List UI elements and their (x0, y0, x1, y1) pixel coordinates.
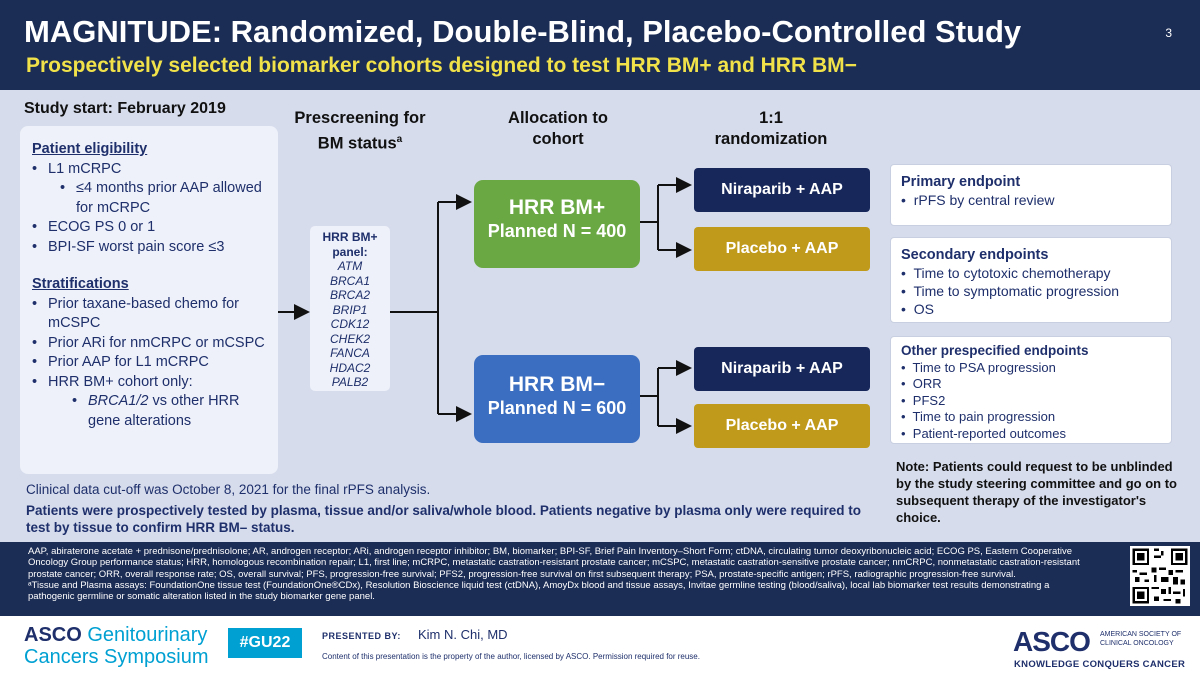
cohort-planned-n: Planned N = 600 (487, 398, 627, 418)
endpoint-item: • Time to symptomatic progression (901, 283, 1120, 299)
hashtag-badge: #GU22 (228, 628, 302, 658)
data-cutoff-note: Clinical data cut-off was October 8, 202… (26, 482, 431, 497)
assay-footnote: ᵃTissue and Plasma assays: FoundationOne… (28, 579, 1050, 603)
cohort-hrr-bm-minus: HRR BM− Planned N = 600 (474, 355, 640, 443)
stratification-item: •Prior AAP for L1 mCRPC (32, 354, 209, 370)
stratification-item: •Prior ARi for nmCRPC or mCSPC (32, 334, 265, 351)
presented-by-label: PRESENTED BY: (322, 631, 401, 641)
endpoint-item: • Time to cytotoxic chemotherapy (901, 265, 1111, 281)
gene: BRIP1 (332, 302, 368, 317)
arm-placebo-bm-plus: Placebo + AAP (694, 227, 870, 271)
column-header-prescreen: Prescreening for BM statusa (294, 109, 426, 153)
other-endpoints-box: Other prespecified endpoints • Time to P… (890, 336, 1172, 444)
hrr-gene-panel: HRR BM+ panel: ATM BRCA1 BRCA2 BRIP1 CDK… (310, 226, 390, 391)
eligibility-item: •L1 mCRPC (32, 160, 122, 177)
endpoint-item: • OS (901, 301, 934, 317)
stratification-subitem: •BRCA1/2 vs other HRR gene alterations (72, 393, 240, 429)
arm-placebo-bm-minus: Placebo + AAP (694, 404, 870, 448)
arm-niraparib-bm-minus: Niraparib + AAP (694, 347, 870, 391)
gene: CDK12 (330, 317, 370, 331)
cohort-name: HRR BM+ (508, 196, 606, 219)
gene: FANCA (330, 346, 370, 360)
primary-endpoint-box: Primary endpoint • rPFS by central revie… (890, 164, 1172, 226)
slide-number: 3 (1165, 26, 1172, 40)
slide-title: MAGNITUDE: Randomized, Double-Blind, Pla… (24, 14, 1022, 49)
eligibility-item: •ECOG PS 0 or 1 (32, 219, 156, 235)
footnote-bar: AAP, abiraterone acetate + prednisone/pr… (0, 542, 1200, 616)
presenter-name: Kim N. Chi, MD (418, 627, 508, 642)
slide-subtitle: Prospectively selected biomarker cohorts… (26, 54, 857, 77)
cohort-name: HRR BM− (508, 373, 606, 396)
asco-logo-subtext: AMERICAN SOCIETY OF CLINICAL ONCOLOGY (1100, 631, 1182, 647)
gene: CHEK2 (329, 331, 370, 346)
asco-tagline: KNOWLEDGE CONQUERS CANCER (1014, 659, 1186, 670)
gene: BRCA2 (329, 288, 370, 302)
qr-code[interactable] (1130, 546, 1190, 606)
endpoint-item: • ORR (901, 376, 942, 391)
panel-title: HRR BM+ panel: (322, 230, 378, 259)
column-header-allocation: Allocation to cohort (508, 109, 608, 148)
gene: PALB2 (331, 375, 369, 389)
endpoint-item: • rPFS by central review (901, 192, 1055, 208)
gene: BRCA1 (329, 273, 370, 288)
stratification-item: •HRR BM+ cohort only: (32, 373, 193, 390)
secondary-endpoint-heading: Secondary endpoints (901, 247, 1049, 263)
unblinding-note: Note: Patients could request to be unbli… (896, 459, 1177, 525)
eligibility-box: Patient eligibility •L1 mCRPC •≤4 months… (20, 126, 278, 474)
eligibility-item: •BPI-SF worst pain score ≤3 (32, 238, 225, 255)
cohort-planned-n: Planned N = 400 (487, 221, 627, 241)
abbreviations: AAP, abiraterone acetate + prednisone/pr… (28, 546, 1090, 602)
column-header-randomization: 1:1 randomization (714, 109, 828, 148)
endpoint-item: • Patient-reported outcomes (901, 425, 1066, 441)
footer (0, 616, 1200, 679)
header-bar: MAGNITUDE: Randomized, Double-Blind, Pla… (0, 0, 1200, 90)
study-start: Study start: February 2019 (24, 100, 226, 117)
eligibility-item: •≤4 months prior AAP allowed for mCRPC (60, 180, 262, 216)
copyright-notice: Content of this presentation is the prop… (322, 652, 700, 661)
arm-niraparib-bm-plus: Niraparib + AAP (694, 168, 870, 212)
prospective-testing-note: Patients were prospectively tested by pl… (26, 503, 862, 535)
gene: HDAC2 (329, 360, 371, 375)
stratification-heading: Stratifications (32, 276, 129, 292)
primary-endpoint-heading: Primary endpoint (901, 174, 1021, 190)
secondary-endpoint-box: Secondary endpoints • Time to cytotoxic … (890, 237, 1172, 323)
other-endpoint-heading: Other prespecified endpoints (901, 343, 1089, 358)
endpoint-item: • Time to PSA progression (901, 359, 1056, 375)
endpoint-item: • PFS2 (901, 392, 946, 408)
gene: ATM (337, 259, 363, 273)
asco-logo: ASCO (1013, 626, 1091, 657)
eligibility-heading: Patient eligibility (32, 141, 148, 157)
stratification-item: •Prior taxane-based chemo for mCSPC (32, 295, 240, 332)
symposium-logo: ASCO Genitourinary Cancers Symposium (24, 624, 209, 668)
abbreviations-text: AAP, abiraterone acetate + prednisone/pr… (28, 546, 1080, 580)
endpoint-item: • Time to pain progression (901, 409, 1056, 424)
cohort-hrr-bm-plus: HRR BM+ Planned N = 400 (474, 180, 640, 268)
